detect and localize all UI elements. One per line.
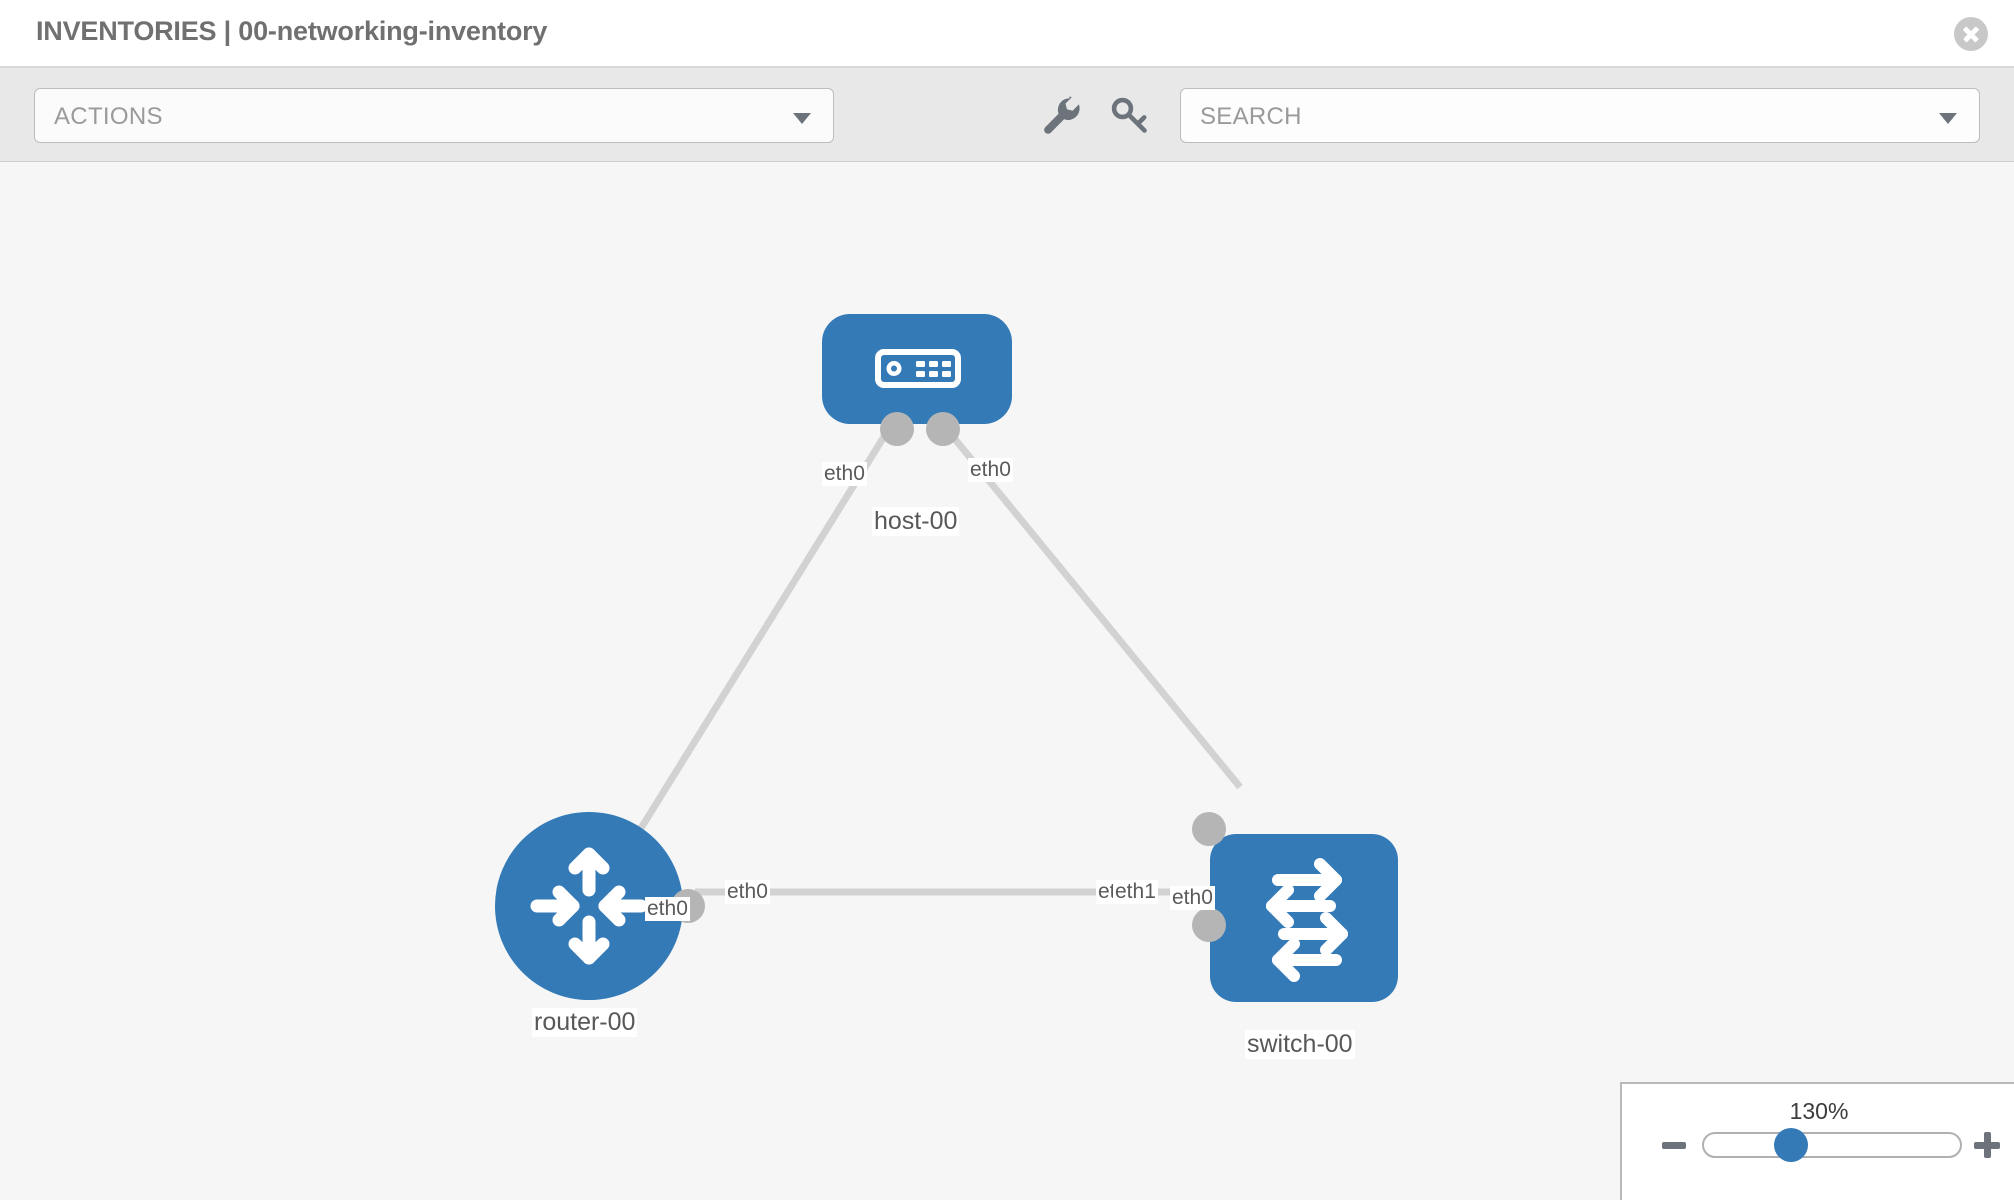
page-title: INVENTORIES | 00-networking-inventory <box>36 16 548 46</box>
router-icon <box>530 847 648 965</box>
host-node-shape[interactable] <box>822 314 1012 424</box>
port-host-eth0-left[interactable] <box>880 412 914 446</box>
key-icon[interactable] <box>1104 90 1154 140</box>
port-switch-eth0[interactable] <box>1192 812 1226 846</box>
zoom-level-value: 130% <box>1789 1098 1849 1124</box>
search-placeholder: SEARCH <box>1200 103 1302 130</box>
port-switch-eth1[interactable] <box>1192 908 1226 942</box>
topology-canvas[interactable]: host-00 eth0 eth0 <box>0 162 2014 1200</box>
node-router-00[interactable]: router-00 <box>495 812 705 1042</box>
switch-icon <box>1266 858 1348 982</box>
zoom-slider-thumb[interactable] <box>1774 1128 1808 1162</box>
router-node-shape[interactable] <box>495 812 683 1000</box>
node-label-host-00: host-00 <box>872 507 960 536</box>
link-host00-router00 <box>617 425 893 864</box>
server-icon <box>875 349 961 388</box>
chevron-down-icon <box>793 113 811 124</box>
zoom-control-panel: 130% <box>1620 1082 2014 1200</box>
iface-label-switch-eth1-trunk: eth1 <box>1113 880 1158 905</box>
port-host-eth0-right[interactable] <box>926 412 960 446</box>
iface-label-host-eth0-right: eth0 <box>968 458 1013 483</box>
chevron-down-icon <box>1939 113 1957 124</box>
node-label-router-00: router-00 <box>532 1008 638 1037</box>
iface-label-router-eth0-trunk: eth0 <box>725 880 770 905</box>
zoom-slider-track[interactable] <box>1702 1132 1962 1158</box>
wrench-icon[interactable] <box>1036 90 1086 140</box>
actions-dropdown-label: ACTIONS <box>54 103 163 130</box>
iface-label-router-eth0-uplink: eth0 <box>645 897 690 922</box>
node-host-00[interactable]: host-00 <box>822 314 1012 536</box>
iface-label-switch-eth0-uplink: eth0 <box>1170 886 1215 911</box>
page-header: INVENTORIES | 00-networking-inventory <box>0 0 2014 68</box>
actions-dropdown[interactable]: ACTIONS <box>34 88 834 143</box>
link-host00-switch00 <box>942 424 1243 790</box>
iface-label-host-eth0-left: eth0 <box>822 462 867 487</box>
node-label-switch-00: switch-00 <box>1245 1030 1355 1059</box>
node-switch-00[interactable]: switch-00 <box>1192 812 1400 1064</box>
minus-icon[interactable] <box>1662 1142 1686 1149</box>
search-input[interactable]: SEARCH <box>1180 88 1980 143</box>
topology-graph: host-00 eth0 eth0 <box>0 162 2014 1200</box>
close-icon[interactable] <box>1954 17 1988 51</box>
switch-node-shape[interactable] <box>1210 834 1398 1002</box>
plus-icon[interactable] <box>1974 1132 2000 1158</box>
toolbar: ACTIONS SEARCH <box>0 68 2014 162</box>
